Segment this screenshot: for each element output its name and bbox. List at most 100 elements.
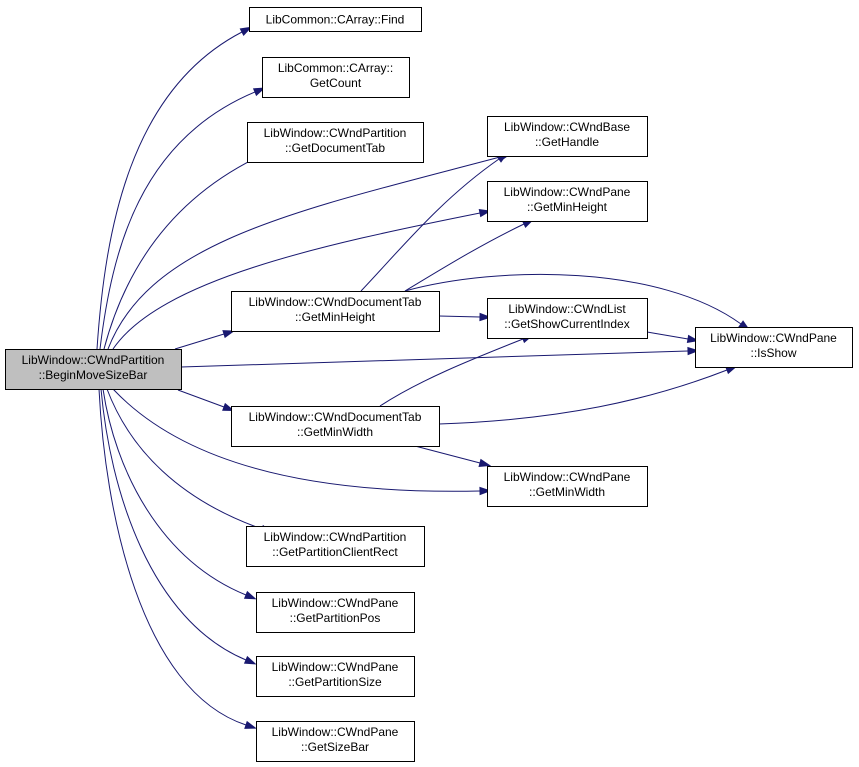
node-box — [247, 122, 424, 163]
node-label-line: ::GetMinHeight — [295, 310, 376, 324]
nodes-layer: LibWindow::CWndPartition::BeginMoveSizeB… — [5, 7, 853, 762]
node-label-line: ::GetPartitionSize — [288, 675, 382, 689]
edge-line — [360, 158, 500, 292]
node-label-line: LibWindow::CWndDocumentTab — [249, 410, 422, 424]
node-box — [231, 406, 440, 447]
edge-line — [98, 388, 247, 726]
edge-root-to-pane_minwidth — [112, 388, 492, 496]
arrowhead-icon — [244, 720, 257, 729]
edge-line — [414, 445, 481, 464]
node-label-line: LibWindow::CWndPane — [272, 596, 399, 610]
edge-line — [379, 338, 524, 407]
node-box — [695, 327, 853, 368]
edge-line — [438, 315, 481, 318]
edge-root-to-find — [96, 26, 253, 350]
node-label-line: ::GetMinHeight — [527, 200, 608, 214]
node-label-line: LibWindow::CWndPartition — [22, 353, 165, 367]
node-box — [249, 7, 422, 32]
node-root: LibWindow::CWndPartition::BeginMoveSizeB… — [5, 349, 182, 390]
node-box — [256, 592, 415, 633]
arrowhead-icon — [239, 26, 253, 36]
edge-line — [102, 388, 247, 596]
edge-root-to-tab_minwidth — [177, 389, 235, 411]
edge-line — [112, 212, 481, 350]
edge-root-to-getcount — [99, 87, 266, 350]
node-label-line: LibWindow::CWndList — [508, 302, 626, 316]
node-find[interactable]: LibCommon::CArray::Find — [249, 7, 422, 32]
edge-line — [404, 273, 742, 325]
node-label-line: LibWindow::CWndPartition — [264, 126, 407, 140]
node-label-line: ::IsShow — [750, 346, 796, 360]
edge-line — [646, 331, 689, 340]
arrowhead-icon — [252, 87, 266, 97]
arrowhead-icon — [479, 312, 492, 322]
node-clientrect[interactable]: LibWindow::CWndPartition::GetPartitionCl… — [246, 526, 425, 567]
node-box — [256, 721, 415, 762]
edge-line — [103, 156, 259, 350]
arrowhead-icon — [479, 486, 492, 496]
node-label-line: LibCommon::CArray::Find — [266, 13, 405, 27]
node-tab-minwidth[interactable]: LibWindow::CWndDocumentTab::GetMinWidth — [231, 406, 440, 447]
node-label-line: ::GetHandle — [535, 135, 599, 149]
node-partpos[interactable]: LibWindow::CWndPane::GetPartitionPos — [256, 592, 415, 633]
edge-line — [96, 31, 243, 350]
edge-root-to-tab_minheight — [174, 330, 236, 350]
node-label-line: ::GetShowCurrentIndex — [504, 317, 629, 331]
node-getcount[interactable]: LibCommon::CArray::GetCount — [262, 57, 410, 98]
node-box — [256, 656, 415, 697]
node-box — [487, 181, 648, 222]
edge-tab_minwidth-to-isshow — [438, 365, 738, 425]
edge-line — [112, 388, 481, 492]
node-label-line: GetCount — [310, 76, 362, 90]
edge-line — [107, 156, 501, 350]
edge-tab_minwidth-to-showcurrent — [379, 334, 534, 407]
arrowhead-icon — [687, 346, 700, 356]
node-label-line: ::GetPartitionPos — [290, 611, 381, 625]
node-showcurrent[interactable]: LibWindow::CWndList::GetShowCurrentIndex — [487, 298, 648, 339]
node-label-line: LibWindow::CWndBase — [504, 120, 630, 134]
edge-tab_minheight-to-pane_minheight — [404, 219, 535, 292]
edge-tab_minwidth-to-pane_minwidth — [414, 445, 492, 467]
node-isshow[interactable]: LibWindow::CWndPane::IsShow — [695, 327, 853, 368]
node-label-line: LibWindow::CWndPane — [504, 185, 631, 199]
node-box — [231, 291, 440, 332]
edge-root-to-sizebar — [98, 388, 257, 729]
edge-line — [177, 389, 225, 408]
edge-root-to-isshow — [180, 346, 700, 368]
node-label-line: ::BeginMoveSizeBar — [39, 368, 148, 382]
node-label-line: LibWindow::CWndPane — [710, 331, 837, 345]
node-pane-minheight[interactable]: LibWindow::CWndPane::GetMinHeight — [487, 181, 648, 222]
arrowhead-icon — [222, 330, 236, 339]
node-tab-minheight[interactable]: LibWindow::CWndDocumentTab::GetMinHeight — [231, 291, 440, 332]
node-box — [487, 116, 648, 157]
node-label-line: LibWindow::CWndDocumentTab — [249, 295, 422, 309]
node-box — [5, 349, 182, 390]
node-label-line: LibWindow::CWndPartition — [264, 530, 407, 544]
node-box — [262, 57, 410, 98]
edge-line — [438, 369, 728, 425]
node-label-line: LibWindow::CWndPane — [504, 470, 631, 484]
edge-showcurrent-to-isshow — [646, 331, 700, 344]
node-box — [246, 526, 425, 567]
node-getdoctab[interactable]: LibWindow::CWndPartition::GetDocumentTab — [247, 122, 424, 163]
node-label-line: LibWindow::CWndPane — [272, 660, 399, 674]
node-pane-minwidth[interactable]: LibWindow::CWndPane::GetMinWidth — [487, 466, 648, 507]
node-box — [487, 298, 648, 339]
node-label-line: LibWindow::CWndPane — [272, 725, 399, 739]
edge-line — [100, 388, 247, 661]
arrowhead-icon — [243, 590, 257, 600]
node-label-line: ::GetDocumentTab — [285, 141, 385, 155]
arrowhead-icon — [243, 655, 257, 665]
arrowhead-icon — [222, 402, 235, 411]
edge-line — [180, 350, 689, 368]
node-label-line: ::GetSizeBar — [301, 740, 369, 754]
edge-root-to-partsize — [100, 388, 257, 665]
node-gethandle[interactable]: LibWindow::CWndBase::GetHandle — [487, 116, 648, 157]
arrowhead-icon — [478, 458, 492, 467]
edge-line — [174, 333, 225, 350]
edge-root-to-partpos — [102, 388, 257, 600]
node-partsize[interactable]: LibWindow::CWndPane::GetPartitionSize — [256, 656, 415, 697]
node-label-line: LibCommon::CArray:: — [278, 61, 393, 75]
node-sizebar[interactable]: LibWindow::CWndPane::GetSizeBar — [256, 721, 415, 762]
